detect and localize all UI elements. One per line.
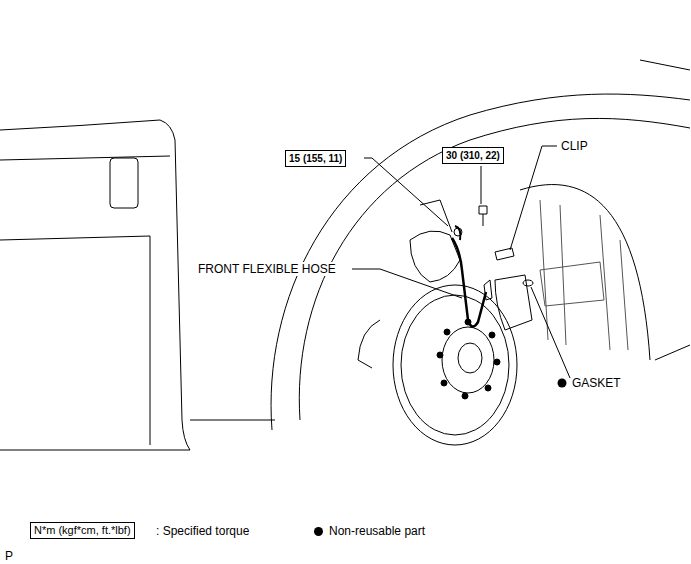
legend-torque-box: N*m (kgf*cm, ft.*lbf): [30, 522, 135, 539]
part-label: P: [4, 549, 14, 563]
legend-text: Non-reusable part: [329, 524, 425, 538]
torque-box: 30 (310, 22): [442, 147, 504, 164]
torque-value: 15 (155, 11): [289, 153, 342, 164]
torque-value: 30 (310, 22): [446, 150, 500, 161]
part-label: CLIP: [560, 139, 589, 153]
torque-value: N*m (kgf*cm, ft.*lbf): [34, 524, 131, 536]
torque-box: 15 (155, 11): [285, 150, 346, 167]
part-label: GASKET: [571, 376, 622, 390]
part-label: FRONT FLEXIBLE HOSE: [197, 262, 337, 276]
part-label: : Specified torque: [155, 524, 250, 538]
legend-dot: [314, 527, 323, 536]
